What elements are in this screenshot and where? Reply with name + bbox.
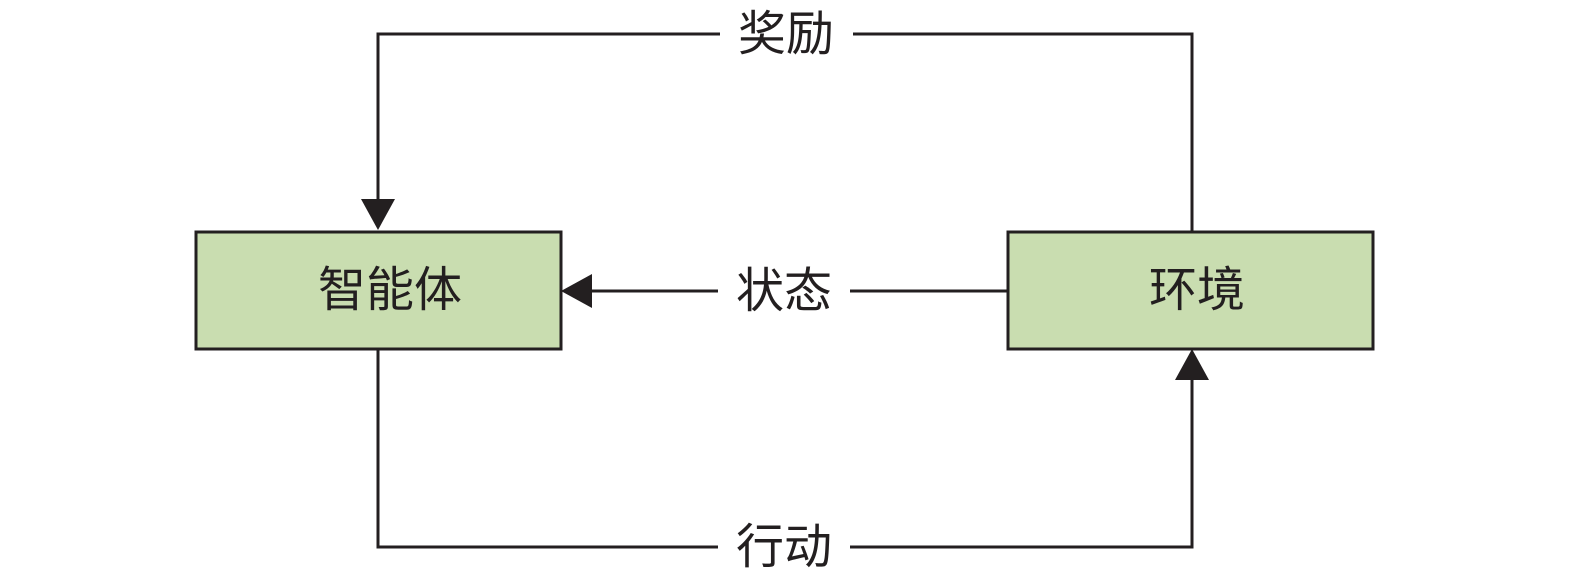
action-arrowhead: [1175, 349, 1209, 380]
environment-node: 环境: [1006, 230, 1375, 351]
action-line-right: [850, 378, 1194, 549]
agent-label: 智能体: [318, 262, 462, 318]
state-arrowhead: [561, 274, 592, 308]
action-edge: 行动: [376, 349, 1209, 575]
reward-label: 奖励: [738, 6, 834, 62]
environment-box: [1006, 230, 1375, 351]
action-line-left: [376, 350, 718, 549]
environment-label: 环境: [1149, 262, 1245, 318]
reward-edge: 奖励: [361, 6, 1194, 232]
action-label: 行动: [736, 519, 832, 575]
agent-node: 智能体: [194, 230, 563, 351]
reward-line-right: [853, 32, 1194, 232]
state-label: 状态: [736, 263, 832, 319]
agent-box: [194, 230, 563, 351]
reward-line-left: [376, 32, 720, 202]
reward-arrowhead: [361, 199, 395, 230]
state-edge: 状态: [561, 263, 1008, 319]
